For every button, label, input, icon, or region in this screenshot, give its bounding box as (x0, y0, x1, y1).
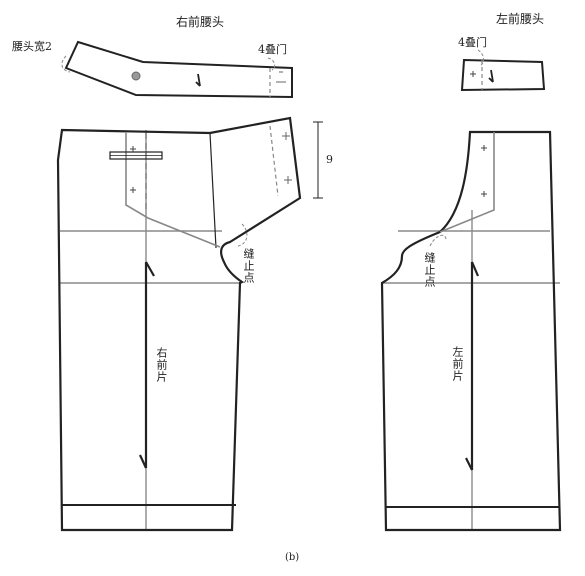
overlap-label-right: 4叠门 (258, 43, 287, 56)
right-front-piece-label: 右前片 (155, 347, 168, 383)
grain-arrow-icon (139, 261, 155, 469)
fly-depth-label: 9 (326, 153, 333, 166)
button-mark-icon (130, 146, 136, 152)
left-front-piece (380, 130, 562, 532)
left-front-piece-label: 左前片 (451, 346, 464, 382)
button-mark-icon (470, 71, 476, 77)
grain-arrow-icon (465, 261, 480, 471)
right-waistband (64, 40, 293, 99)
button-mark-icon (481, 191, 487, 197)
button-icon (131, 71, 141, 81)
stop-point-label-right: 缝止点 (242, 248, 255, 284)
left-waistband-details (470, 49, 494, 90)
left-waistband-title: 左前腰头 (496, 12, 545, 26)
button-mark-icon (481, 145, 487, 151)
left-waistband (460, 58, 546, 92)
stop-point-label-left: 缝止点 (423, 252, 436, 288)
right-waistband-title: 右前腰头 (176, 15, 225, 29)
figure-caption: (b) (285, 552, 300, 563)
fly-depth-dimension (313, 121, 323, 199)
button-mark-icon (130, 187, 136, 193)
right-waistband-details (61, 55, 286, 97)
bartack-mark (284, 176, 292, 184)
grain-arrow-icon (488, 69, 494, 83)
grain-arrow-icon (195, 73, 201, 87)
waistband-width-label: 腰头宽2 (12, 40, 52, 53)
overlap-label-left: 4叠门 (458, 36, 487, 49)
right-fly-details (109, 125, 292, 248)
right-front-piece (56, 116, 302, 532)
bartack-mark (282, 132, 290, 140)
left-fly-details (429, 132, 495, 247)
